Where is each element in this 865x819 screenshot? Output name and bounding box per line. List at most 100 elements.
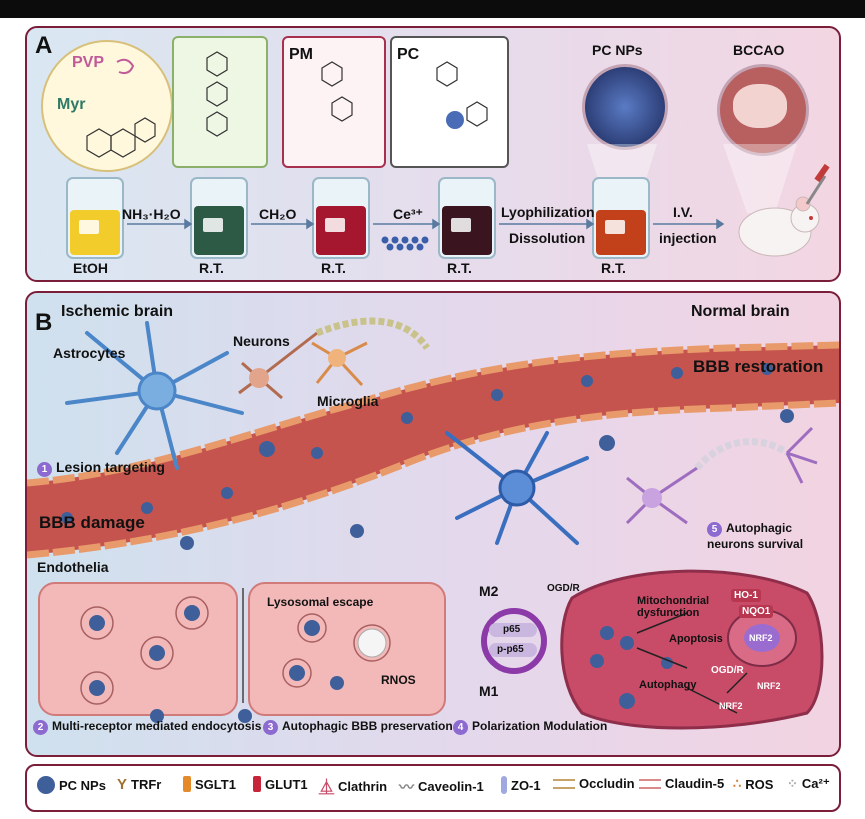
step-4-badge: 4 xyxy=(453,720,468,735)
claudin-icon xyxy=(639,778,661,789)
sglt1-icon xyxy=(183,776,191,792)
beaker-label-4: R.T. xyxy=(447,260,472,276)
panel-a-graphics xyxy=(66,51,830,259)
beaker-label-1: EtOH xyxy=(73,260,108,276)
nrf2-label-b: NRF2 xyxy=(757,681,781,691)
legend-label: Claudin-5 xyxy=(665,776,725,791)
legend-label: Clathrin xyxy=(338,779,388,794)
legend: PC NPs Y TRFr SGLT1 GLUT1 ⏅ Clathrin 〰 C… xyxy=(25,764,841,812)
reagent-lyophilization: Lyophilization xyxy=(501,204,595,220)
endothelial-cell-1 xyxy=(38,582,238,716)
neurons-label: Neurons xyxy=(233,333,290,349)
step-1: 1 Lesion targeting xyxy=(37,459,165,477)
pp65-label: p-p65 xyxy=(497,644,524,655)
legend-label: PC NPs xyxy=(59,777,106,793)
structure-box-1 xyxy=(172,36,268,168)
panel-b-graphics xyxy=(27,317,839,730)
occludin-icon xyxy=(553,778,575,789)
panel-b: B Ischemic brain Normal brain Astrocytes… xyxy=(25,291,841,757)
step-2: 2 Multi-receptor mediated endocytosis xyxy=(33,719,261,735)
mito-label: Mitochondrial dysfunction xyxy=(637,595,710,619)
trfr-icon: Y xyxy=(117,776,128,793)
autophagy-label: Autophagy xyxy=(639,679,697,691)
legend-label: Caveolin-1 xyxy=(418,779,484,794)
legend-item-ros: ∴ ROS xyxy=(733,776,773,792)
bbb-restoration-label: BBB restoration xyxy=(693,357,824,376)
step-1-badge: 1 xyxy=(37,462,52,477)
pm-label: PM xyxy=(289,46,313,63)
beaker-label-2: R.T. xyxy=(199,260,224,276)
beaker-1 xyxy=(66,177,124,259)
p65-label: p65 xyxy=(503,624,521,635)
step-4-text: Polarization Modulation xyxy=(472,719,608,733)
panel-a: A PVP Myr PM PC PC NPs BCCAO xyxy=(25,26,841,282)
legend-label: Ca²⁺ xyxy=(801,776,830,791)
rnos-label: RNOS xyxy=(381,673,416,687)
m2-label: M2 xyxy=(479,583,499,599)
step-2-text: Multi-receptor mediated endocytosis xyxy=(52,719,262,733)
beaker-5 xyxy=(592,177,650,259)
step-4: 4 Polarization Modulation xyxy=(453,719,607,735)
reagent-ce: Ce³⁺ xyxy=(393,206,423,222)
zo1-icon xyxy=(501,776,507,794)
beaker-label-5: R.T. xyxy=(601,260,626,276)
ischemic-brain-label: Ischemic brain xyxy=(61,303,174,320)
legend-label: Occludin xyxy=(579,776,635,791)
step-2-badge: 2 xyxy=(33,720,48,735)
nrf2-label-c: NRF2 xyxy=(719,701,743,711)
step-5-badge: 5 xyxy=(707,522,722,537)
pvp-label: PVP xyxy=(72,54,105,71)
pc-label: PC xyxy=(397,46,420,63)
apoptosis-label: Apoptosis xyxy=(669,633,723,645)
neuron-right xyxy=(625,466,698,525)
legend-item-pc-nps: PC NPs xyxy=(37,776,106,794)
panel-b-label: B xyxy=(35,309,53,336)
normal-brain-label: Normal brain xyxy=(691,303,790,320)
legend-item-clathrin: ⏅ Clathrin xyxy=(319,776,387,797)
nqo1-label: NQO1 xyxy=(739,605,774,618)
step-3-text: Autophagic BBB preservation xyxy=(282,719,453,733)
microglia-label: Microglia xyxy=(317,393,379,409)
legend-item-glut1: GLUT1 xyxy=(253,776,308,792)
myr-label: Myr xyxy=(57,96,86,113)
mouse-icon xyxy=(738,163,830,257)
legend-label: GLUT1 xyxy=(265,776,308,792)
glut1-icon xyxy=(253,776,261,792)
top-black-bar xyxy=(0,0,865,18)
pc-nps-magnified xyxy=(582,64,668,150)
reagent-injection: injection xyxy=(659,230,717,246)
reagent-iv: I.V. xyxy=(673,204,693,220)
ogdr-label-1: OGD/R xyxy=(547,583,580,594)
step-5-text: Autophagic neurons survival xyxy=(707,521,804,551)
step-3-badge: 3 xyxy=(263,720,278,735)
astrocytes-label: Astrocytes xyxy=(53,345,126,361)
legend-item-trfr: Y TRFr xyxy=(117,776,161,793)
legend-label: ROS xyxy=(745,776,774,792)
brain-shape xyxy=(733,84,787,128)
m1-label: M1 xyxy=(479,683,499,699)
caveolin-icon: 〰 xyxy=(399,779,415,796)
reagent-ch2o: CH₂O xyxy=(259,206,297,222)
step-3: 3 Autophagic BBB preservation xyxy=(263,719,453,735)
endothelia-label: Endothelia xyxy=(37,559,109,575)
legend-item-sglt1: SGLT1 xyxy=(183,776,236,792)
legend-item-occludin: Occludin xyxy=(553,776,635,791)
legend-label: TRFr xyxy=(131,777,162,792)
legend-label: SGLT1 xyxy=(195,776,236,792)
panel-a-label: A xyxy=(35,32,53,59)
pc-nps-label: PC NPs xyxy=(592,42,643,58)
reagent-dissolution: Dissolution xyxy=(509,230,586,246)
ros-icon: ∴ xyxy=(733,776,742,791)
bccao-label: BCCAO xyxy=(733,42,785,58)
step-1-text: Lesion targeting xyxy=(56,459,165,475)
legend-label: ZO-1 xyxy=(511,777,541,793)
bbb-damage-label: BBB damage xyxy=(39,513,145,532)
legend-item-zo1: ZO-1 xyxy=(501,776,541,794)
endothelial-cell-2 xyxy=(248,582,446,716)
reagent-nh3: NH₃·H₂O xyxy=(122,206,181,222)
structure-box-pc xyxy=(390,36,509,168)
legend-item-caveolin: 〰 Caveolin-1 xyxy=(399,776,484,797)
calcium-icon: ⁘ xyxy=(787,776,798,791)
polarization-cycle xyxy=(481,608,547,674)
